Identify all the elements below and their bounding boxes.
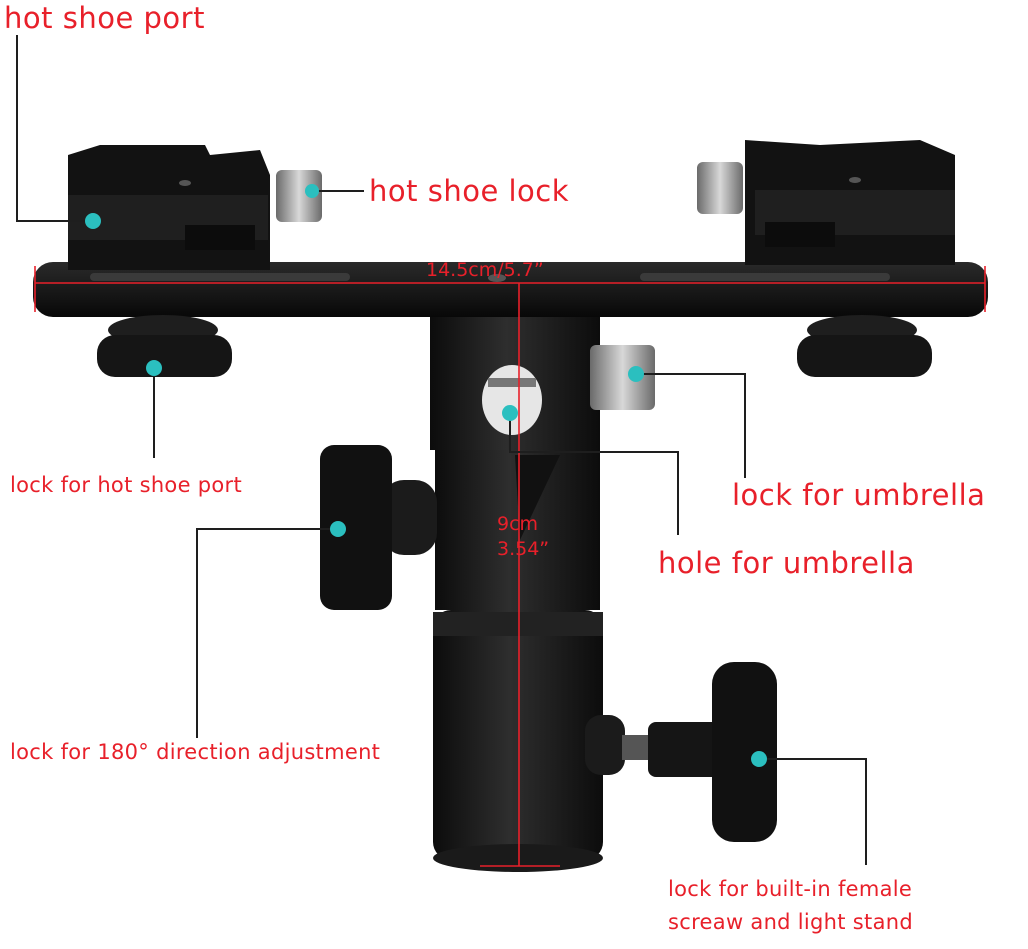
umbrella-hole <box>482 365 542 435</box>
label-lock-stand-line2: screaw and light stand <box>668 910 913 934</box>
marker-lock-hot-shoe-port <box>146 360 162 376</box>
marker-hole-umbrella <box>502 405 518 421</box>
label-hot-shoe-port: hot shoe port <box>4 1 205 35</box>
middle-section <box>435 450 600 610</box>
left-hot-shoe <box>68 145 270 270</box>
dimension-lines <box>34 266 986 867</box>
label-lock-stand-line1: lock for built-in female <box>668 877 913 901</box>
mounting-bar <box>33 262 988 317</box>
lower-cylinder <box>433 610 603 872</box>
marker-hot-shoe-port <box>85 213 101 229</box>
right-hot-shoe <box>745 140 955 265</box>
marker-hot-shoe-lock <box>305 184 319 198</box>
dimension-height-in: 3.54” <box>497 538 550 560</box>
label-lock-hot-shoe-port: lock for hot shoe port <box>10 473 243 497</box>
umbrella-lock-knob <box>590 345 655 410</box>
leader-lines <box>16 35 867 865</box>
left-thumb-wheel <box>97 315 232 377</box>
stand-lock-knob <box>585 662 777 842</box>
label-hole-umbrella: hole for umbrella <box>658 546 915 580</box>
upper-cylinder <box>430 300 600 450</box>
label-hot-shoe-lock: hot shoe lock <box>369 174 570 208</box>
marker-lock-direction <box>330 521 346 537</box>
label-lock-direction: lock for 180° direction adjustment <box>10 740 381 764</box>
direction-knob <box>320 445 437 610</box>
callout-markers <box>85 184 767 767</box>
hot-shoe-lock-knob-left <box>276 170 322 222</box>
dimension-height-cm: 9cm <box>497 513 539 535</box>
right-thumb-wheel <box>797 315 932 377</box>
label-lock-umbrella: lock for umbrella <box>732 478 986 512</box>
marker-lock-umbrella <box>628 366 644 382</box>
dimension-width: 14.5cm/5.7” <box>426 259 544 281</box>
hot-shoe-lock-knob-right <box>697 162 743 214</box>
marker-lock-stand <box>751 751 767 767</box>
